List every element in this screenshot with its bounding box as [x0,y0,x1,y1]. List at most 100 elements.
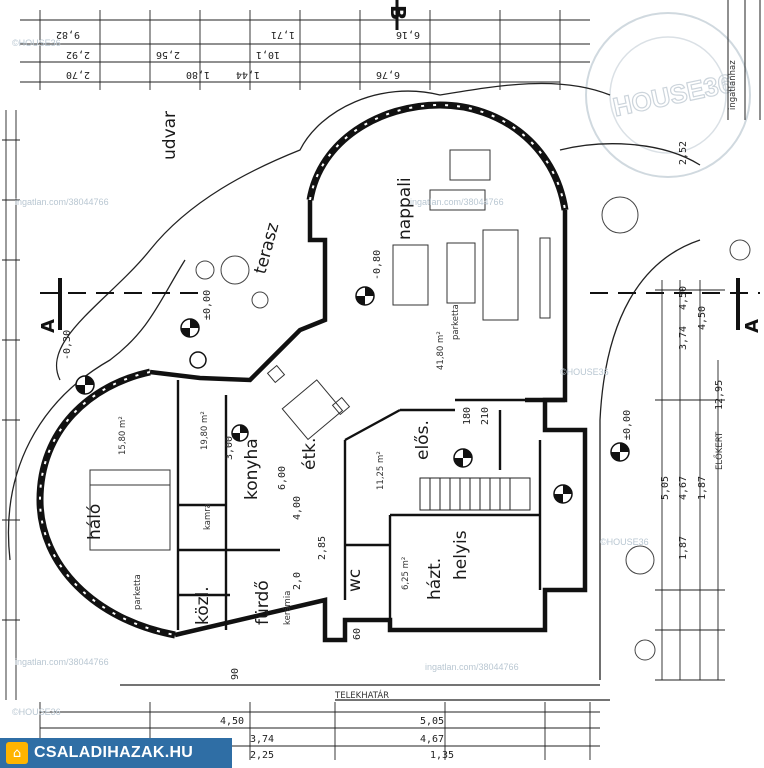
dim-right-2: 3,74 [678,326,689,350]
dim-top-7: 1,80 [186,69,210,80]
interior-walls [176,380,542,630]
dim-top-4: 10,1 [256,49,280,60]
floor-halo: parketta [133,574,143,610]
dim-right-7: 1,87 [697,476,708,500]
room-label-eloszoba: elős. [413,420,433,460]
room-label-terasz: terasz [251,221,284,277]
dim-top-10: 1,71 [271,29,295,40]
top-dimension-lines [20,10,590,90]
wall-window-ticks [38,103,566,636]
level-value-3: -0,80 [372,250,383,280]
elokert-label: ELŐKERT [714,431,725,470]
dim-bottom-5: 2,25 [250,750,274,761]
area-elos: 11,25 m² [376,451,386,490]
telekhatar-label: TELEKHATÁR [334,689,389,701]
dim-bottom-2: 5,05 [420,716,444,727]
room-label-furdo: fürdő [253,580,273,625]
watermark-url-2: ingatlan.com/38044766 [410,197,504,207]
brand-name: CSALADIHAZAK.HU [34,744,194,761]
dim-top-3: 2,56 [156,49,180,60]
section-b-label: B [386,5,410,20]
dim-interior-3: 4,00 [292,496,303,520]
room-label-etk: étk. [300,438,320,470]
main-walls [149,200,588,643]
level-value-2: -0,30 [62,330,73,360]
dim-right-9: 2,52 [678,141,689,165]
dim-bottom-3: 4,67 [420,734,444,745]
level-values: ±0,00 -0,30 -0,80 ±0,00 [62,250,633,440]
dim-right-1: 4,50 [678,286,689,310]
level-marker [189,351,207,369]
garden-bushes [195,196,751,661]
dim-right-6: 4,67 [678,476,689,500]
left-dimension-lines [2,110,20,700]
dim-interior-5: 2,0 [292,572,303,590]
top-dimension-values: 9,82 2,92 2,56 10,1 6,16 2,70 1,80 1,44 … [56,29,420,80]
brand-banner[interactable]: ⌂ CSALADIHAZAK.HU [0,738,232,768]
title-block-stamp: ingatlanhaz [728,60,738,110]
dim-interior-9: 90 [230,668,241,680]
watermark-house36-4: ©HOUSE36 [12,707,61,717]
house36-watermark-text: HOUSE36 [610,68,735,123]
watermark-url-3: ingatlan.com/38044766 [15,657,109,667]
room-label-kamra: kamra [203,503,213,530]
level-marker [355,286,375,306]
level-marker [75,375,95,395]
dim-interior-8: 60 [352,628,363,640]
level-markers [75,286,630,504]
terrain-outline [7,82,701,701]
level-marker [453,448,473,468]
watermark-url-1: ingatlan.com/38044766 [15,197,109,207]
right-dimension-lines [655,280,725,681]
dim-bottom-6: 1,35 [430,750,454,761]
title-block: ingatlanhaz [727,0,761,120]
dim-bottom-1: 4,50 [220,716,244,727]
dim-bottom-4: 3,74 [250,734,274,745]
interior-dimensions: 6,00 3,00 4,00 2,85 2,0 180 210 60 90 [224,407,491,680]
floor-furdo: kerámia [283,591,293,625]
dim-top-5: 6,16 [396,29,420,40]
dim-top-9: 6,76 [376,69,400,80]
level-marker [231,424,249,442]
house-logo-icon: ⌂ [6,742,28,764]
area-halo: 15,80 m² [118,416,128,455]
dim-top-8: 1,44 [236,69,260,80]
dim-interior-1: 6,00 [277,466,288,490]
bottom-dimension-values: 4,50 5,05 4,67 3,74 2,25 1,35 TELEKHATÁR [220,689,454,761]
house36-watermark-seal: HOUSE36 [585,12,751,178]
watermarks: ©HOUSE36 ingatlan.com/38044766 ingatlan.… [12,38,649,717]
dim-interior-6: 180 [462,407,473,425]
room-label-kozl: közl. [193,586,213,625]
section-mark-b: B [386,0,410,30]
dim-right-5: 5,05 [660,476,671,500]
right-dimension-values: 4,50 3,74 4,50 12,95 5,05 4,67 1,87 1,87… [660,141,725,560]
floor-notes: 41,80 m² parketta 15,80 m² parketta 19,8… [118,304,461,625]
dim-top-2: 2,92 [66,49,90,60]
area-nappali: 41,80 m² [436,331,446,370]
dining-table [266,364,351,441]
bed [89,469,171,551]
watermark-url-4: ingatlan.com/38044766 [425,662,519,672]
exterior-walls [36,101,569,639]
room-label-nappali: nappali [395,177,415,240]
dim-top-6: 2,70 [66,69,90,80]
dim-interior-2: 3,00 [224,436,235,460]
watermark-house36-3: ©HOUSE36 [600,537,649,547]
room-labels: udvar terasz nappali háló konyha étk. el… [85,111,471,625]
level-value-4: ±0,00 [622,410,633,440]
area-hazt: 6,25 m² [401,557,411,590]
section-a-left-label: A [38,319,59,333]
watermark-house36-2: ©HOUSE36 [560,367,609,377]
room-label-udvar: udvar [160,111,180,160]
level-value-1: ±0,00 [202,290,213,320]
section-line-a: A A [38,278,763,333]
room-label-helyis: helyis [451,530,471,580]
staircase [419,477,531,511]
section-a-right-label: A [742,319,763,333]
room-label-halo: háló [85,504,105,540]
living-room-furniture [392,149,551,321]
floor-nappali: parketta [451,304,461,340]
dim-right-4: 12,95 [714,380,725,410]
room-label-wc: wc [345,569,365,592]
